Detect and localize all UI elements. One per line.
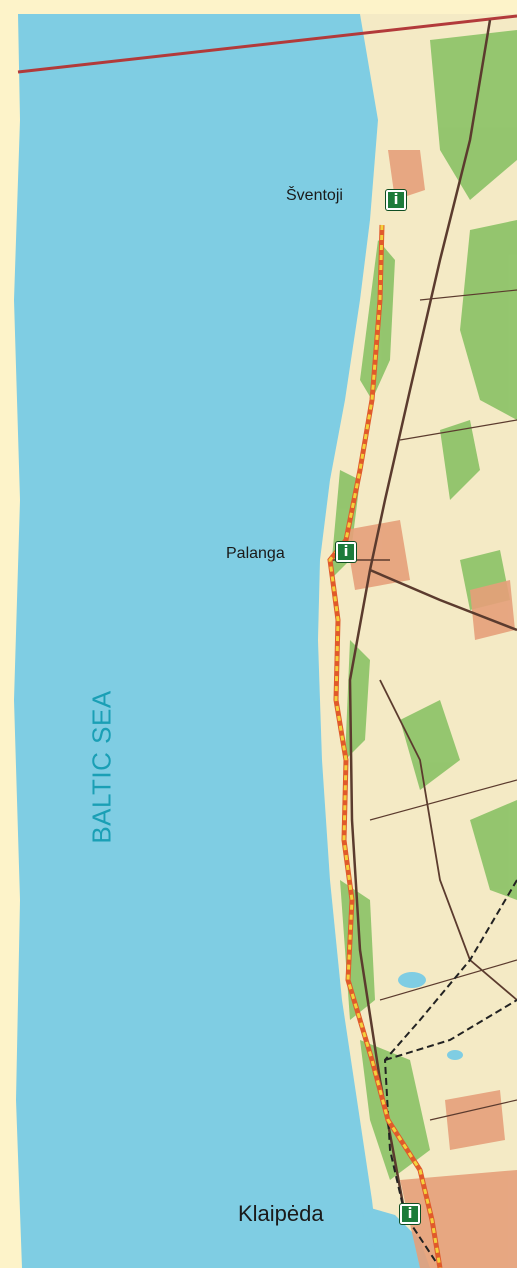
info-icon[interactable]: i <box>386 190 406 210</box>
info-icon[interactable]: i <box>336 542 356 562</box>
lakes <box>398 972 463 1060</box>
town-label-sventoji[interactable]: Šventoji <box>286 187 343 204</box>
sea-area <box>14 14 380 1268</box>
info-icon[interactable]: i <box>400 1204 420 1224</box>
lagoon-area <box>360 1205 430 1268</box>
town-label-klaipeda[interactable]: Klaipėda <box>238 1201 324 1226</box>
state-border <box>17 14 517 74</box>
town-label-palanga[interactable]: Palanga <box>226 545 285 562</box>
coastal-route <box>327 224 443 1268</box>
sea-label: BALTIC SEA <box>86 690 117 844</box>
road-network <box>330 19 517 1216</box>
